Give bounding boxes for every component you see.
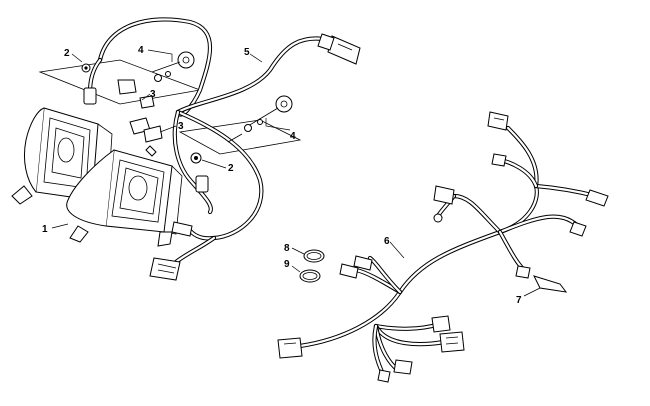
bulbs-and-sockets	[81, 63, 202, 164]
main-harness	[277, 111, 609, 383]
callout-labels: 1 2 2 3 3 4 4 5 6 7 8 9	[42, 45, 522, 306]
headlight-lower	[66, 149, 183, 247]
clamps	[299, 249, 325, 283]
callout-3-upper: 3	[150, 89, 156, 100]
headlight-harness	[83, 17, 361, 281]
callout-1: 1	[42, 224, 48, 235]
callout-4-lower: 4	[290, 131, 296, 142]
callout-7: 7	[516, 295, 522, 306]
callout-2-lower: 2	[228, 163, 234, 174]
callout-5: 5	[244, 47, 250, 58]
callout-6: 6	[384, 236, 390, 247]
callout-3-lower: 3	[178, 121, 184, 132]
callout-2-upper: 2	[64, 48, 70, 59]
adjusters	[151, 51, 293, 143]
leader-lines	[51, 49, 541, 297]
callout-4-upper: 4	[138, 45, 144, 56]
callout-8: 8	[284, 243, 290, 254]
callout-9: 9	[284, 259, 290, 270]
